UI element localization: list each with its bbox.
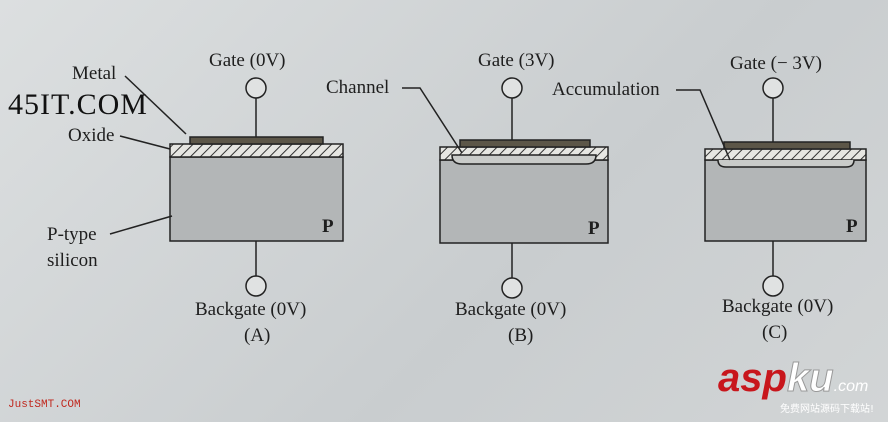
metal-leader	[124, 75, 187, 135]
watermark-aspku-subtitle: 免费网站源码下载站!	[780, 404, 875, 415]
logo-com: .com	[833, 378, 869, 395]
gate-label-c: Gate (− 3V)	[730, 53, 822, 74]
accumulation-leader	[676, 89, 731, 161]
accumulation-region	[717, 159, 855, 168]
metal-label: Metal	[72, 63, 117, 84]
backgate-label-c: Backgate (0V)	[722, 296, 834, 317]
caption-b: (B)	[508, 325, 534, 346]
channel-label: Channel	[326, 77, 390, 98]
backgate-terminal-a	[245, 275, 267, 297]
caption-c: (C)	[762, 322, 788, 343]
watermark-aspku-logo: aspku.com	[718, 358, 868, 407]
oxide-a	[169, 143, 344, 158]
silicon-label: silicon	[47, 250, 98, 271]
watermark-justsmt: JustSMT.COM	[8, 399, 81, 411]
logo-asp: asp	[718, 356, 787, 400]
channel-leader	[402, 87, 463, 154]
oxide-leader	[119, 135, 171, 150]
ptype-label: P-type	[47, 224, 97, 245]
gate-label-b: Gate (3V)	[478, 50, 555, 71]
substrate-type-b: P	[588, 218, 600, 239]
device-b	[439, 77, 609, 299]
backgate-label-b: Backgate (0V)	[455, 299, 567, 320]
gate-terminal-a	[245, 77, 267, 99]
substrate-a	[169, 156, 344, 242]
ptype-leader	[109, 215, 173, 235]
oxide-label: Oxide	[68, 125, 115, 146]
substrate-type-a: P	[322, 216, 334, 237]
gate-label-a: Gate (0V)	[209, 50, 286, 71]
watermark-45it: 45IT.COM	[8, 88, 148, 121]
logo-ku: ku	[786, 356, 834, 400]
metal-a	[189, 136, 324, 145]
caption-a: (A)	[244, 325, 271, 346]
substrate-type-c: P	[846, 216, 858, 237]
accumulation-label: Accumulation	[552, 79, 660, 100]
device-c	[704, 77, 867, 297]
device-a	[169, 77, 344, 297]
backgate-label-a: Backgate (0V)	[195, 299, 307, 320]
channel-region	[451, 154, 597, 165]
